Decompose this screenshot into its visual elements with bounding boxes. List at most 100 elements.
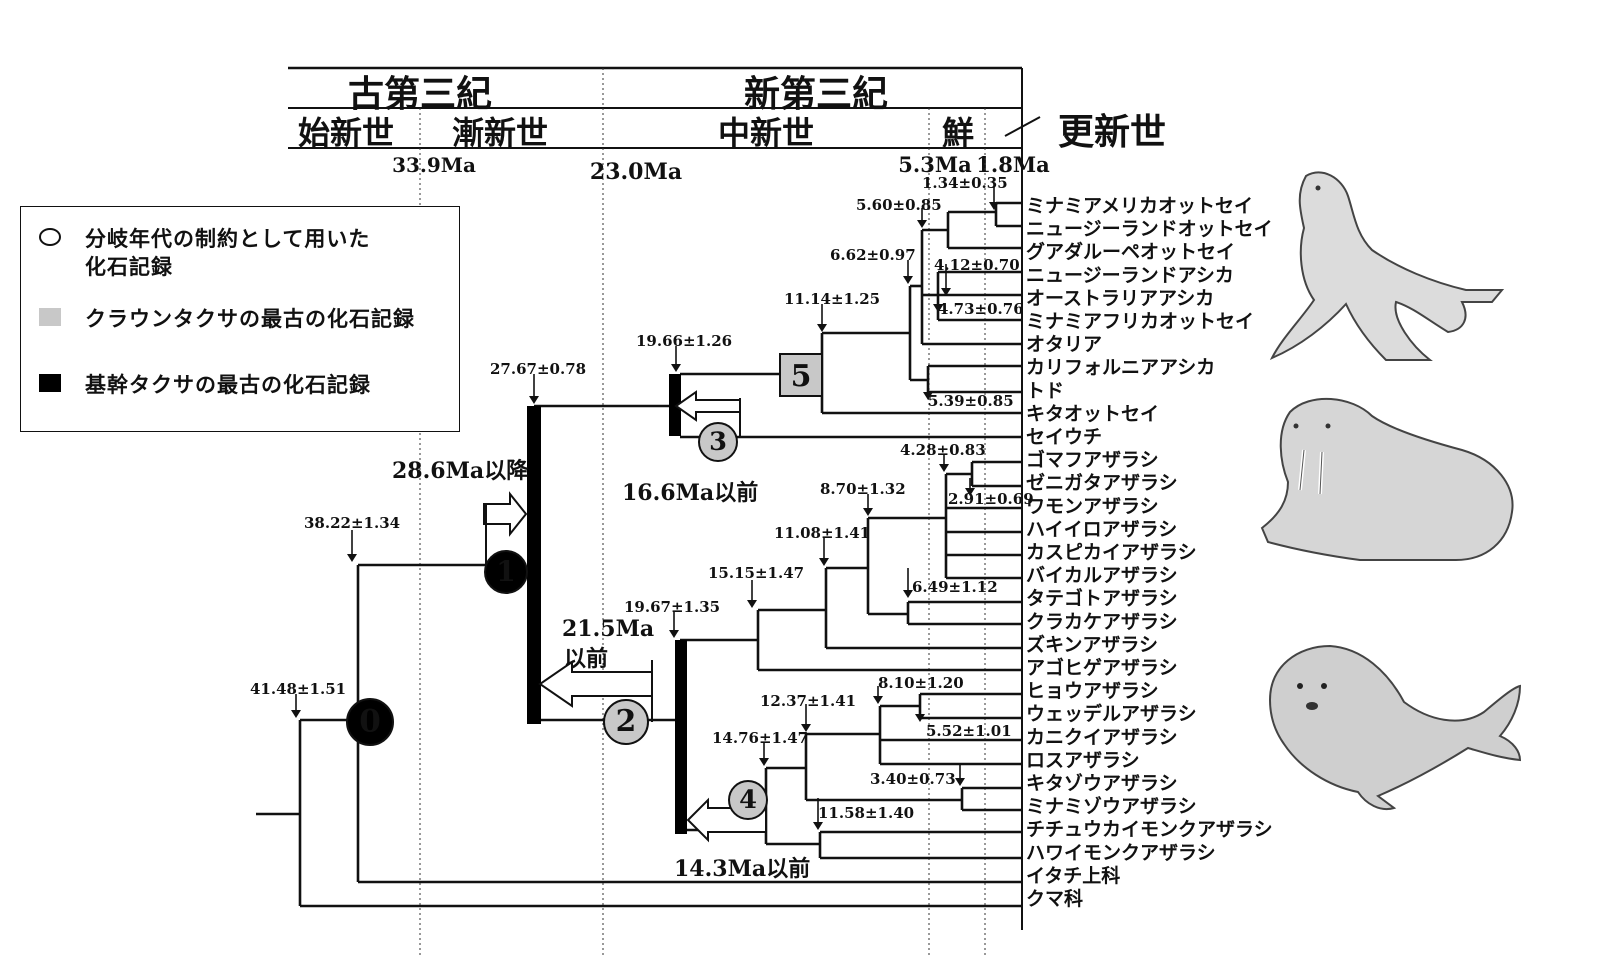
- taxon-label: クラカケアザラシ: [1026, 611, 1178, 633]
- epoch-eocene: 始新世: [298, 114, 394, 152]
- era-neogene: 新第三紀: [744, 74, 888, 115]
- node-age-label: 11.14±1.25: [784, 290, 880, 308]
- node-age-label: 4.12±0.70: [934, 256, 1020, 274]
- taxon-label: クマ科: [1026, 887, 1083, 910]
- node-age-label: 4.28±0.83: [900, 441, 986, 459]
- age-pointer-head: [939, 464, 949, 472]
- age-pointer-head: [347, 554, 357, 562]
- taxon-label: カスピカイアザラシ: [1026, 542, 1197, 564]
- node-marker-4-label: 4: [739, 785, 757, 815]
- taxon-label: バイカルアザラシ: [1026, 565, 1178, 587]
- node-marker-5-label: 5: [791, 359, 812, 394]
- age-pointer-head: [819, 558, 829, 566]
- taxon-label: タテゴトアザラシ: [1026, 587, 1178, 610]
- taxon-label: キタゾウアザラシ: [1026, 773, 1178, 795]
- age-pointer-head: [903, 276, 913, 284]
- node-age-label: 6.62±0.97: [830, 246, 916, 264]
- age-pointer-head: [291, 710, 301, 718]
- node-marker-0: [346, 698, 394, 746]
- node-age-label: 5.60±0.85: [856, 196, 942, 214]
- taxon-label: ニュージーランドアシカ: [1026, 264, 1234, 286]
- taxon-label: アゴヒゲアザラシ: [1026, 656, 1178, 679]
- node-age-label: 11.08±1.41: [774, 524, 870, 542]
- node-age-label: 6.49±1.12: [912, 578, 998, 596]
- taxon-label: トド: [1026, 380, 1064, 402]
- constraint-labels: 28.6Ma以降 16.6Ma以前 21.5Ma 以前 14.3Ma以前: [392, 458, 810, 882]
- constraint-arrows: [483, 390, 767, 843]
- constraint-after-28-6: 28.6Ma以降: [392, 458, 529, 484]
- node-age-labels: 41.48±1.5138.22±1.3427.67±0.7819.66±1.26…: [250, 174, 1034, 830]
- taxon-label: カリフォルニアアシカ: [1026, 357, 1215, 379]
- stem-bars: [527, 374, 687, 834]
- taxon-label: オタリア: [1026, 334, 1102, 356]
- node-marker-5: [779, 353, 823, 397]
- taxon-label: オーストラリアアシカ: [1026, 287, 1214, 309]
- node-age-label: 2.91±0.69: [948, 490, 1034, 508]
- age-pointer-head: [817, 324, 827, 332]
- legend-item-gray: クラウンタクサの最古の化石記録: [39, 305, 415, 333]
- node-age-label: 38.22±1.34: [304, 514, 400, 532]
- gray-square-icon: [39, 308, 61, 326]
- taxon-label: ヒョウアザラシ: [1026, 680, 1159, 702]
- black-square-icon: [39, 374, 61, 392]
- time-header: 古第三紀 新第三紀 始新世 漸新世 中新世 鮮 更新世 33.9Ma 23.0M…: [288, 66, 1166, 930]
- age-pointer-head: [955, 778, 965, 786]
- constraint-before-16-6: 16.6Ma以前: [622, 480, 758, 506]
- age-pointer-head: [989, 202, 999, 210]
- walrus-illustration: [1260, 398, 1514, 561]
- taxon-label: ワモンアザラシ: [1026, 495, 1159, 517]
- age-pointer-head: [813, 822, 823, 830]
- epoch-miocene: 中新世: [718, 114, 814, 152]
- taxon-label: ゴマフアザラシ: [1026, 448, 1159, 471]
- node-age-label: 11.58±1.40: [818, 804, 914, 822]
- boundary-5-3: 5.3Ma: [898, 152, 972, 177]
- taxon-label: ミナミアメリカオットセイ: [1026, 195, 1253, 217]
- taxon-label: セイウチ: [1026, 426, 1102, 448]
- age-pointer-head: [669, 630, 679, 638]
- age-pointer-head: [873, 696, 883, 704]
- taxon-label: ニュージーランドオットセイ: [1026, 218, 1273, 240]
- age-pointer-head: [747, 600, 757, 608]
- stem-bar: [527, 406, 541, 724]
- node-marker-1: [484, 550, 528, 594]
- age-pointer-head: [759, 758, 769, 766]
- taxon-label: グアダルーペオットセイ: [1026, 240, 1235, 263]
- age-pointer-head: [915, 714, 925, 722]
- legend: 分岐年代の制約として用いた 化石記録 クラウンタクサの最古の化石記録 基幹タクサ…: [20, 206, 460, 432]
- arrow-left-before: [674, 390, 741, 422]
- taxon-label: カニクイアザラシ: [1026, 726, 1178, 748]
- taxon-label: キタオットセイ: [1026, 403, 1159, 425]
- arrow-left-before: [538, 660, 653, 708]
- node-age-label: 15.15±1.47: [708, 564, 804, 582]
- taxon-label: ズキンアザラシ: [1026, 633, 1158, 656]
- legend-item-black: 基幹タクサの最古の化石記録: [39, 371, 371, 399]
- taxon-label: ハイイロアザラシ: [1026, 518, 1177, 540]
- constraint-before-21-5-b: 以前: [564, 646, 608, 672]
- taxon-label: ロスアザラシ: [1026, 749, 1140, 771]
- age-pointer-head: [801, 724, 811, 732]
- taxon-labels: ミナミアメリカオットセイニュージーランドオットセイグアダルーペオットセイニュージ…: [1026, 195, 1273, 910]
- node-age-label: 8.70±1.32: [820, 480, 906, 498]
- taxon-label: ハワイモンクアザラシ: [1026, 842, 1216, 864]
- constraint-before-21-5-a: 21.5Ma: [562, 616, 654, 642]
- legend-item-circle: 分岐年代の制約として用いた 化石記録: [39, 225, 370, 281]
- stem-bar: [675, 640, 687, 834]
- sea-lion-illustration: [1269, 171, 1505, 361]
- arrow-right-after: [483, 491, 528, 537]
- node-age-label: 5.52±1.01: [926, 722, 1012, 740]
- age-pointer-head: [671, 364, 681, 372]
- node-age-label: 12.37±1.41: [760, 692, 856, 710]
- node-age-label: 41.48±1.51: [250, 680, 346, 698]
- epoch-pliocene: 鮮: [942, 114, 974, 152]
- age-pointer-head: [917, 220, 927, 228]
- epoch-oligocene: 漸新世: [452, 114, 548, 152]
- node-marker-0-label: 0: [359, 704, 381, 740]
- age-pointer-head: [965, 488, 975, 496]
- taxon-label: ミナミゾウアザラシ: [1026, 796, 1197, 818]
- epoch-pleistocene: 更新世: [1058, 112, 1166, 153]
- taxon-label: ゼニガタアザラシ: [1026, 471, 1178, 494]
- legend-black-label: 基幹タクサの最古の化石記録: [85, 373, 371, 397]
- age-pointer-head: [529, 396, 539, 404]
